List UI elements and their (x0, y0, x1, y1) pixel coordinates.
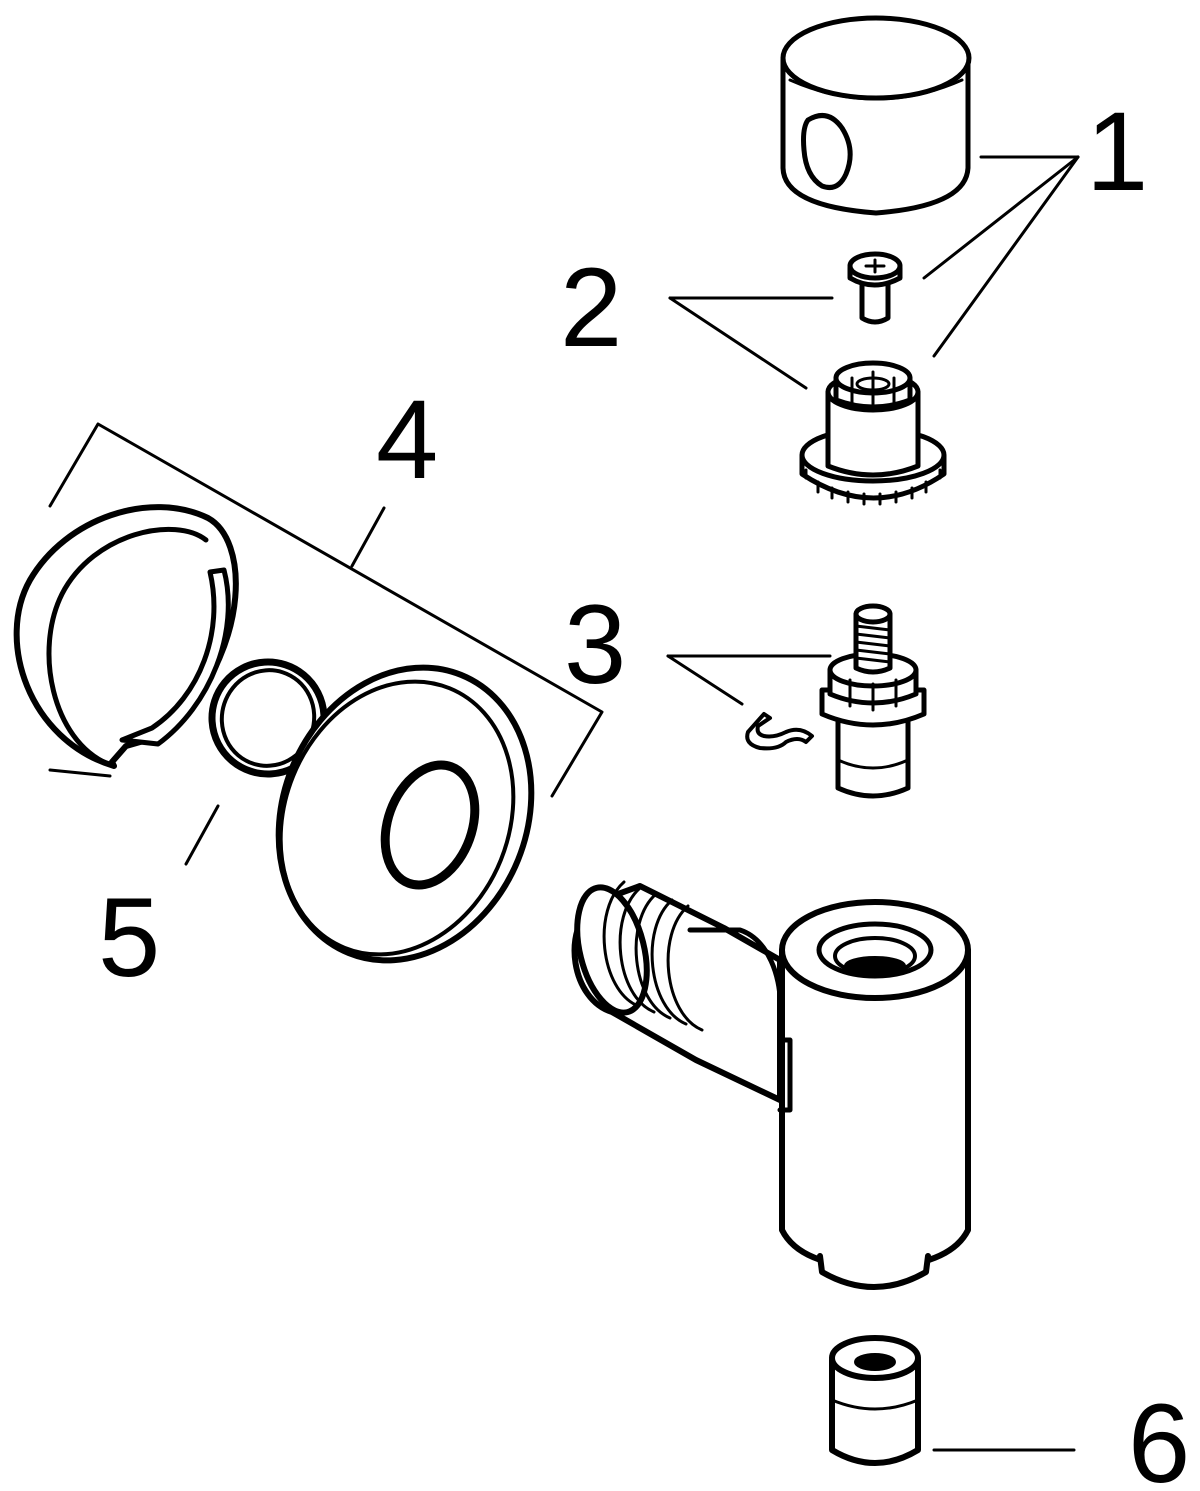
callout-5: 5 (98, 875, 160, 1000)
part-split-ring (13, 504, 239, 778)
leader-4-bracket (48, 422, 604, 798)
part-valve-cartridge (819, 603, 927, 799)
part-rosette (275, 664, 535, 964)
part-valve-body (571, 880, 971, 1290)
callout-1: 1 (1086, 89, 1148, 214)
leader-5 (184, 804, 220, 866)
leader-2-adapter (668, 296, 808, 390)
part-o-ring (208, 658, 328, 778)
leader-1-adapter (932, 155, 1080, 358)
callout-4: 4 (376, 377, 438, 502)
callout-2: 2 (560, 245, 622, 370)
leader-4-stem (350, 506, 386, 568)
part-handle-knob (780, 15, 972, 216)
part-screw (847, 251, 903, 325)
callout-6: 6 (1128, 1381, 1190, 1491)
part-clip (745, 712, 814, 751)
leader-lines (48, 155, 1080, 1452)
leader-1-screw (922, 155, 1080, 280)
part-flow-insert (829, 1335, 921, 1466)
callout-3: 3 (564, 582, 626, 707)
part-adapter-serrated (799, 360, 947, 506)
callout-labels: 1 2 3 4 5 6 (98, 89, 1190, 1491)
leader-3-clip (666, 654, 744, 706)
